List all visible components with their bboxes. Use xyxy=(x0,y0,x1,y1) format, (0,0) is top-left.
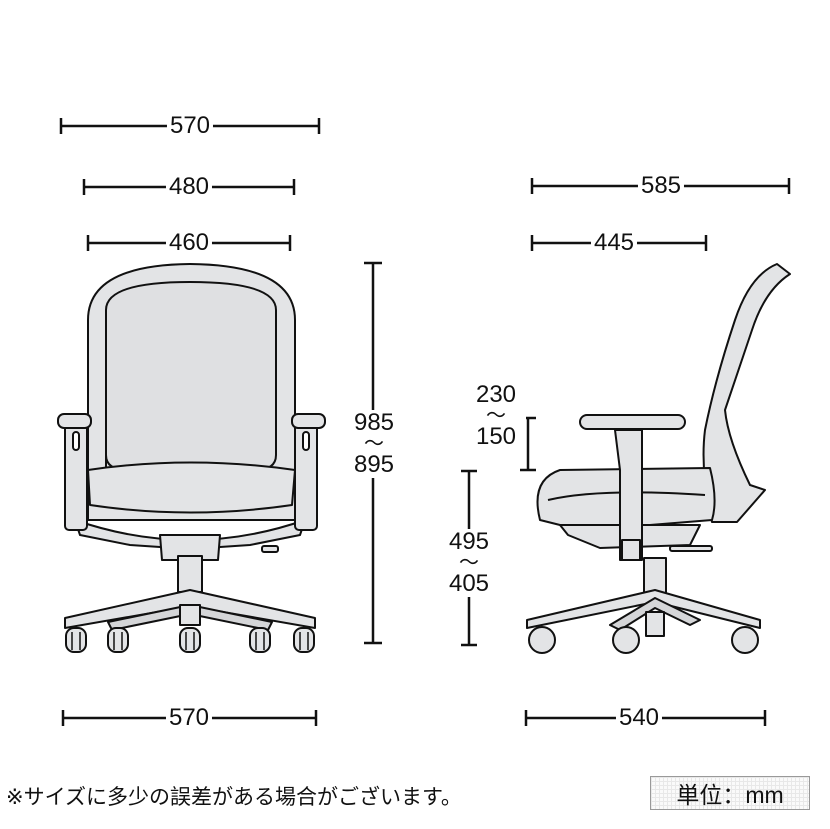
side-overall-depth-label: 585 xyxy=(637,174,685,198)
armrest-height-max: 230 xyxy=(475,381,517,408)
side-seat-depth-label: 445 xyxy=(590,231,638,255)
front-armrest-width-label: 480 xyxy=(165,175,213,199)
front-backrest-width-label: 460 xyxy=(165,231,213,255)
side-base-depth-label: 540 xyxy=(615,706,663,730)
unit-badge: 単位：mm xyxy=(650,776,810,810)
seat-height-min: 405 xyxy=(448,570,490,597)
seat-height-label: 495 〜 405 xyxy=(439,529,499,597)
side-view-chair xyxy=(526,263,791,654)
front-casters xyxy=(65,627,315,653)
front-base-width-label: 570 xyxy=(165,706,213,730)
seat-height-max: 495 xyxy=(448,528,490,555)
front-overall-width-label: 570 xyxy=(166,114,214,138)
range-separator: 〜 xyxy=(364,433,384,455)
front-view-chair xyxy=(57,263,326,653)
range-separator: 〜 xyxy=(459,552,479,574)
overall-height-label: 985 〜 895 xyxy=(344,410,404,478)
range-separator: 〜 xyxy=(486,405,506,427)
armrest-height-min: 150 xyxy=(475,423,517,450)
overall-height-max: 985 xyxy=(353,409,395,436)
overall-height-min: 895 xyxy=(353,451,395,478)
tolerance-note: ※サイズに多少の誤差がある場合がございます。 xyxy=(6,786,462,809)
armrest-height-label: 230 〜 150 xyxy=(466,382,526,450)
